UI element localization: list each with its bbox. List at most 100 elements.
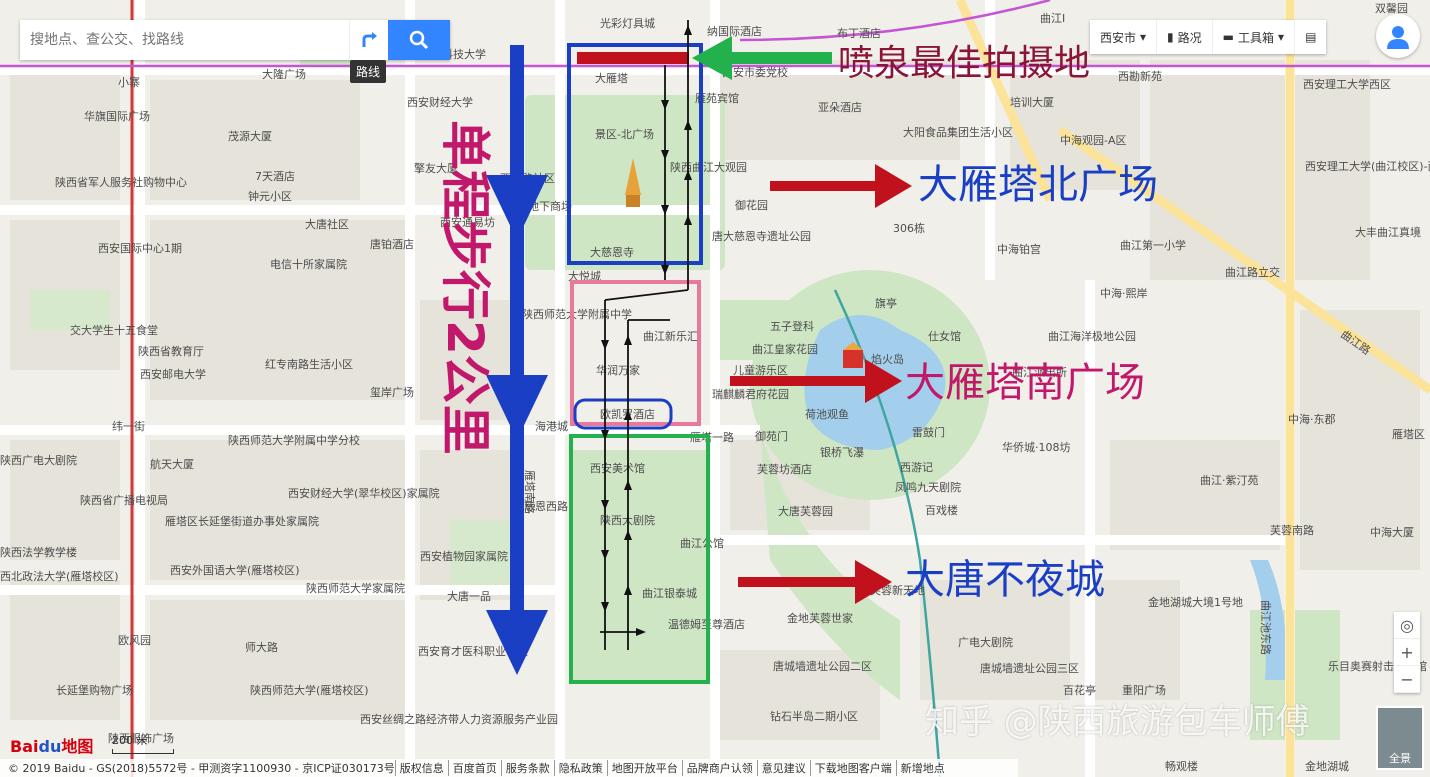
place-label[interactable]: 西安育才医科职业学校 — [418, 644, 528, 658]
place-label[interactable]: 华润万家 — [596, 363, 640, 377]
place-label[interactable]: 百花亭 — [1063, 683, 1096, 697]
place-label[interactable]: 茂源大厦 — [228, 129, 272, 143]
place-label[interactable]: 红专南路生活小区 — [265, 357, 353, 371]
zoom-out-button[interactable]: − — [1394, 666, 1420, 693]
place-label[interactable]: 钟元小区 — [248, 189, 292, 203]
place-label[interactable]: 唐城墙遗址公园二区 — [773, 659, 872, 673]
place-label[interactable]: 西安丝绸之路经济带人力资源服务产业园 — [360, 712, 558, 726]
place-label[interactable]: 陕西师范大学附属中学分校 — [228, 433, 360, 447]
place-label[interactable]: 雁塔区 — [1392, 428, 1425, 441]
place-label[interactable]: 西勘新苑 — [1118, 69, 1162, 83]
traffic-button[interactable]: ▮ 路况 — [1157, 20, 1213, 54]
footer-link[interactable]: 地图开放平台 — [606, 760, 682, 776]
place-label[interactable]: 曲江公馆 — [680, 536, 724, 550]
place-label[interactable]: 大唐芙蓉园 — [778, 504, 833, 518]
place-label[interactable]: 唐大慈恩寺遗址公园 — [712, 229, 811, 243]
place-label[interactable]: 西安植物园家属院 — [420, 549, 508, 563]
footer-link[interactable]: 百度首页 — [447, 760, 501, 776]
place-label[interactable]: 华旗国际广场 — [84, 109, 150, 123]
place-label[interactable]: 陕西广电大剧院 — [0, 453, 77, 467]
place-label[interactable]: 中海大厦 — [1370, 525, 1414, 539]
place-label[interactable]: 御花园 — [735, 198, 768, 212]
place-label[interactable]: 电信十所家属院 — [270, 257, 347, 271]
place-label[interactable]: 曲江海洋极地公园 — [1048, 329, 1136, 343]
place-label[interactable]: 广电大剧院 — [958, 635, 1013, 649]
place-label[interactable]: 纳国际酒店 — [707, 24, 762, 38]
place-label[interactable]: 西安外国语大学(雁塔校区) — [170, 563, 300, 577]
place-label[interactable]: 旗亭 — [875, 296, 897, 310]
place-label[interactable]: 大阳食品集团生活小区 — [903, 125, 1013, 139]
place-label[interactable]: 亚朵酒店 — [818, 100, 862, 114]
place-label[interactable]: 大隆广场 — [262, 67, 306, 81]
place-label[interactable]: 陕西省军人服务社购物中心 — [55, 175, 187, 189]
place-label[interactable]: 师大路 — [245, 640, 278, 654]
place-label[interactable]: 曲江路立交 — [1225, 265, 1280, 279]
place-label[interactable]: 西安邮电大学 — [140, 367, 206, 381]
place-label[interactable]: 芙蓉坊酒店 — [757, 462, 812, 476]
place-label[interactable]: 金地湖城大境1号地 — [1148, 595, 1243, 609]
place-label[interactable]: 航天大厦 — [150, 457, 194, 471]
place-label[interactable]: 陕西师范大学家属院 — [306, 581, 405, 595]
place-label[interactable]: 华侨城·108坊 — [1002, 440, 1071, 454]
place-label[interactable]: 大慈恩寺 — [590, 245, 634, 259]
footer-link[interactable]: 隐私政策 — [553, 760, 607, 776]
place-label[interactable]: 仕女馆 — [928, 329, 961, 343]
toolbox-button[interactable]: ▬ 工具箱 ▾ — [1213, 20, 1296, 54]
place-label[interactable]: 大悦城 — [568, 269, 601, 283]
place-label[interactable]: 中海铂宫 — [997, 242, 1041, 256]
zoom-in-button[interactable]: + — [1394, 639, 1420, 666]
place-label[interactable]: 御苑门 — [755, 429, 788, 443]
place-label[interactable]: 景区-北广场 — [595, 127, 654, 141]
place-label[interactable]: 陕西服饰广场 — [108, 731, 174, 745]
place-label[interactable]: 陕西师范大学附属中学 — [522, 307, 632, 321]
place-label[interactable]: 百戏楼 — [925, 503, 958, 517]
panorama-button[interactable]: 全景 — [1376, 706, 1424, 770]
place-label[interactable]: 小寨 — [118, 75, 140, 89]
place-label[interactable]: 欧风园 — [118, 634, 151, 647]
place-label[interactable]: 瑞麒麟君府花园 — [712, 387, 789, 401]
place-label[interactable]: 银桥飞瀑 — [820, 445, 864, 459]
place-label[interactable]: 畅观楼 — [1165, 759, 1198, 773]
place-label[interactable]: 陕西法学教学楼 — [0, 545, 77, 559]
place-label[interactable]: 五子登科 — [770, 319, 814, 333]
route-button[interactable] — [349, 20, 388, 60]
place-label[interactable]: 中海·东郡 — [1288, 412, 1336, 426]
footer-link[interactable]: 服务条款 — [500, 760, 554, 776]
place-label[interactable]: 玺岸广场 — [370, 385, 414, 399]
place-label[interactable]: 重阳广场 — [1122, 683, 1166, 697]
place-label[interactable]: 曲江银泰城 — [642, 586, 697, 600]
search-button[interactable] — [388, 20, 450, 60]
search-input[interactable] — [20, 20, 349, 60]
place-label[interactable]: 曲江I — [1040, 12, 1065, 25]
place-label[interactable]: 陕西省广播电视局 — [80, 493, 168, 507]
user-button[interactable] — [1376, 14, 1420, 58]
place-label[interactable]: 光彩灯具城 — [600, 16, 655, 30]
place-label[interactable]: 西游记 — [900, 461, 933, 474]
place-label[interactable]: 金地芙蓉世家 — [787, 611, 853, 625]
place-label[interactable]: 陕西曲江大观园 — [670, 160, 747, 174]
place-label[interactable]: 金地湖城 — [1305, 759, 1349, 773]
place-label[interactable]: 曲江·紫汀苑 — [1200, 474, 1259, 487]
place-label[interactable]: 7天酒店 — [255, 169, 295, 183]
place-label[interactable]: 陕西师范大学(雁塔校区) — [250, 683, 369, 697]
place-label[interactable]: 钻石半岛二期小区 — [770, 709, 858, 723]
place-label[interactable]: 焰火岛 — [871, 352, 904, 366]
place-label[interactable]: 长延堡购物广场 — [56, 683, 133, 697]
place-label[interactable]: 大雁塔 — [595, 71, 628, 85]
place-label[interactable]: 布丁酒店 — [837, 26, 881, 40]
place-label[interactable]: 西安美术馆 — [590, 461, 645, 475]
footer-link[interactable]: 版权信息 — [394, 760, 448, 776]
place-label[interactable]: 唐城墙遗址公园三区 — [980, 661, 1079, 675]
place-label[interactable]: 海港城 — [535, 419, 568, 433]
place-label[interactable]: 曲江新乐汇 — [643, 329, 698, 343]
message-button[interactable]: ▤ — [1295, 20, 1326, 54]
place-label[interactable]: 儿童游乐区 — [733, 363, 788, 377]
place-label[interactable]: 西安财经大学(翠华校区)家属院 — [288, 486, 440, 500]
place-label[interactable]: 双馨园 — [1375, 1, 1408, 15]
locate-icon[interactable]: ◎ — [1394, 612, 1420, 639]
place-label[interactable]: 中海·熙岸 — [1100, 286, 1148, 300]
place-label[interactable]: 交大学生十五食堂 — [70, 323, 158, 337]
place-label[interactable]: 培训大厦 — [1010, 95, 1054, 109]
place-label[interactable]: 西安理工大学(曲江校区)-西校区 — [1305, 159, 1430, 173]
place-label[interactable]: 雷鼓门 — [912, 425, 945, 439]
